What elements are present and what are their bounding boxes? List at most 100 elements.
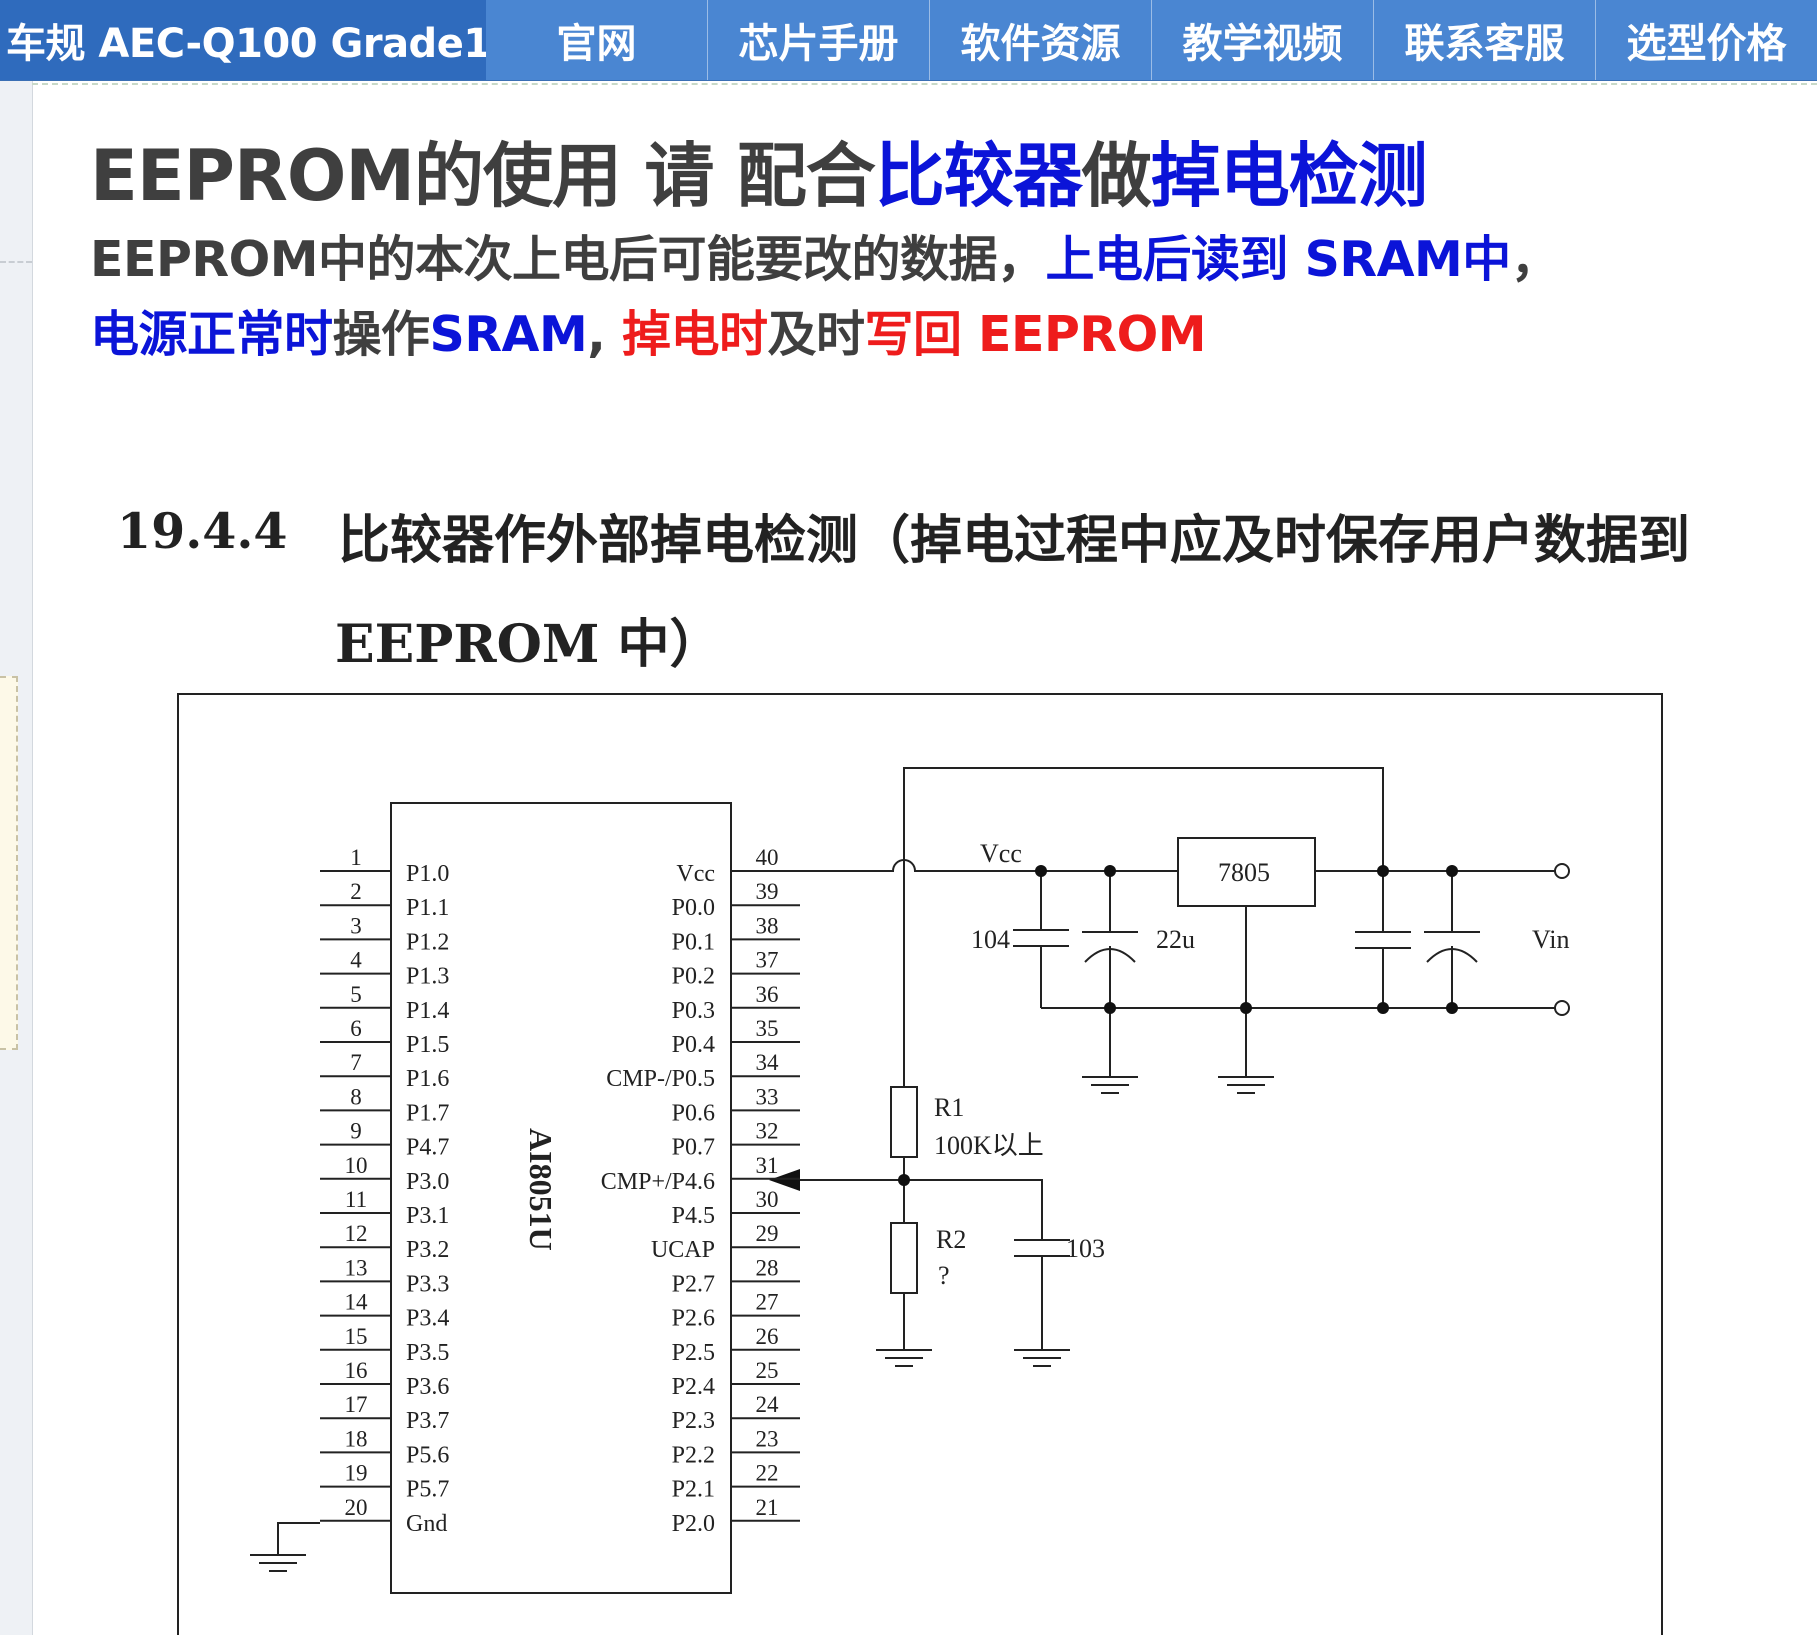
rail-tab[interactable] bbox=[0, 676, 18, 1050]
pin-number: 7 bbox=[350, 1050, 362, 1075]
junction-dot bbox=[1446, 865, 1458, 877]
label-cap104: 104 bbox=[971, 925, 1010, 954]
pin-number: 16 bbox=[345, 1358, 368, 1383]
pin-label: P2.7 bbox=[672, 1271, 715, 1297]
nav-brand[interactable]: 车规 AEC-Q100 Grade1 bbox=[0, 0, 486, 80]
pin-number: 39 bbox=[756, 879, 779, 904]
pin-label: Gnd bbox=[406, 1511, 447, 1537]
label-r1-value: 100K以上 bbox=[934, 1131, 1044, 1160]
pin-label: P4.7 bbox=[406, 1135, 449, 1161]
section-title-line1: 比较器作外部掉电检测（掉电过程中应及时保存用户数据到 bbox=[338, 510, 1691, 571]
pin-label: P1.7 bbox=[406, 1100, 449, 1126]
pin-number: 15 bbox=[345, 1324, 368, 1349]
pin-label: P0.6 bbox=[672, 1100, 715, 1126]
label-r2-value: ? bbox=[938, 1261, 950, 1290]
ground-symbol-5 bbox=[1014, 1349, 1070, 1367]
headline-part4: 掉电检测 bbox=[1150, 135, 1428, 217]
ground-symbol-1 bbox=[1082, 1076, 1138, 1094]
content-divider bbox=[32, 83, 1817, 85]
junction-dot bbox=[898, 1174, 910, 1186]
chip-name: AI8051U bbox=[523, 1128, 559, 1251]
ground-symbol-3 bbox=[250, 1554, 306, 1572]
pin-label: P3.3 bbox=[406, 1271, 449, 1297]
pin-label: P2.5 bbox=[672, 1340, 715, 1366]
subline2-part3: SRAM bbox=[429, 306, 588, 363]
gnd-wire-pin20 bbox=[277, 1522, 320, 1555]
pin-number: 22 bbox=[756, 1461, 779, 1486]
nav-item-software[interactable]: 软件资源 bbox=[929, 0, 1151, 80]
pin-number: 28 bbox=[756, 1255, 779, 1280]
pin-number: 24 bbox=[756, 1392, 780, 1417]
left-rail bbox=[0, 81, 33, 1635]
pin-number: 4 bbox=[350, 948, 362, 973]
junction-dot bbox=[1104, 1002, 1116, 1014]
cmp-input-wire bbox=[800, 1179, 1043, 1240]
subline2-part5: 掉电时 bbox=[621, 306, 768, 363]
resistor-r1 bbox=[890, 1086, 918, 1158]
section-title-line2: EEPROM 中） bbox=[335, 614, 722, 675]
pin-number: 38 bbox=[756, 913, 779, 938]
pin-label: P5.7 bbox=[406, 1477, 449, 1503]
pin-number: 25 bbox=[756, 1358, 779, 1383]
top-loop-wire bbox=[903, 767, 1384, 1087]
pin-label: P2.3 bbox=[672, 1408, 715, 1434]
nav-item-datasheet[interactable]: 芯片手册 bbox=[707, 0, 929, 80]
pin-label: P3.6 bbox=[406, 1374, 449, 1400]
pin-number: 36 bbox=[756, 982, 779, 1007]
pin-number: 34 bbox=[756, 1050, 780, 1075]
label-cap22u: 22u bbox=[1156, 925, 1195, 954]
label-vcc: Vcc bbox=[980, 839, 1022, 868]
right-pins: 40Vcc39P0.038P0.137P0.236P0.335P0.434CMP… bbox=[601, 845, 800, 1537]
pin-label: P2.0 bbox=[672, 1511, 715, 1537]
pin-number: 19 bbox=[345, 1461, 368, 1486]
section-number: 19.4.4 bbox=[117, 502, 288, 560]
pin-number: 33 bbox=[756, 1084, 779, 1109]
pin-number: 40 bbox=[756, 845, 779, 870]
pin-label: P3.4 bbox=[406, 1306, 449, 1332]
nav-item-support[interactable]: 联系客服 bbox=[1373, 0, 1595, 80]
pin-number: 32 bbox=[756, 1119, 779, 1144]
pin-label: P0.4 bbox=[672, 1032, 715, 1058]
pin-number: 10 bbox=[345, 1153, 368, 1178]
label-7805: 7805 bbox=[1218, 858, 1270, 887]
pin-number: 23 bbox=[756, 1426, 779, 1451]
pin-label: P1.6 bbox=[406, 1066, 449, 1092]
resistor-r2 bbox=[890, 1222, 918, 1294]
pin-label: P3.5 bbox=[406, 1340, 449, 1366]
pin-label: CMP-/P0.5 bbox=[606, 1066, 715, 1092]
schematic-frame bbox=[177, 693, 1663, 1635]
headline: EEPROM的使用 请 配合比较器做掉电检测 bbox=[90, 120, 1428, 221]
junction-dot bbox=[1035, 865, 1047, 877]
pin-number: 12 bbox=[345, 1221, 368, 1246]
pin-number: 17 bbox=[345, 1392, 368, 1417]
rail-divider bbox=[0, 261, 32, 263]
label-r2: R2 bbox=[936, 1225, 966, 1254]
pin-number: 37 bbox=[756, 948, 779, 973]
junction-dot bbox=[1240, 1002, 1252, 1014]
pin-label: P0.1 bbox=[672, 929, 715, 955]
pin-number: 27 bbox=[756, 1290, 779, 1315]
junction-dot bbox=[1377, 865, 1389, 877]
junction-dot bbox=[1446, 1002, 1458, 1014]
pin-number: 35 bbox=[756, 1016, 779, 1041]
pin-label: P3.2 bbox=[406, 1237, 449, 1263]
pin-label: P2.6 bbox=[672, 1306, 715, 1332]
pin-label: P4.5 bbox=[672, 1203, 715, 1229]
pin-label: P3.0 bbox=[406, 1169, 449, 1195]
pin-label: P2.2 bbox=[672, 1442, 715, 1468]
pin-label: P5.6 bbox=[406, 1442, 449, 1468]
nav-item-pricing[interactable]: 选型价格 bbox=[1595, 0, 1817, 80]
left-pins: 1P1.02P1.13P1.24P1.35P1.46P1.57P1.68P1.7… bbox=[320, 845, 449, 1537]
pin-number: 14 bbox=[345, 1290, 369, 1315]
nav-item-official-site[interactable]: 官网 bbox=[556, 21, 637, 67]
nav-menu: 官网 芯片手册 软件资源 教学视频 联系客服 选型价格 bbox=[486, 0, 1817, 80]
vin-terminal-top bbox=[1554, 863, 1570, 879]
ground-symbol-4 bbox=[876, 1349, 932, 1367]
pin-number: 1 bbox=[350, 845, 362, 870]
pin-number: 21 bbox=[756, 1495, 779, 1520]
pin-number: 13 bbox=[345, 1255, 368, 1280]
pin-label: P2.1 bbox=[672, 1477, 715, 1503]
pin-label: P2.4 bbox=[672, 1374, 715, 1400]
chip-body bbox=[390, 802, 732, 1594]
nav-item-videos[interactable]: 教学视频 bbox=[1151, 0, 1373, 80]
